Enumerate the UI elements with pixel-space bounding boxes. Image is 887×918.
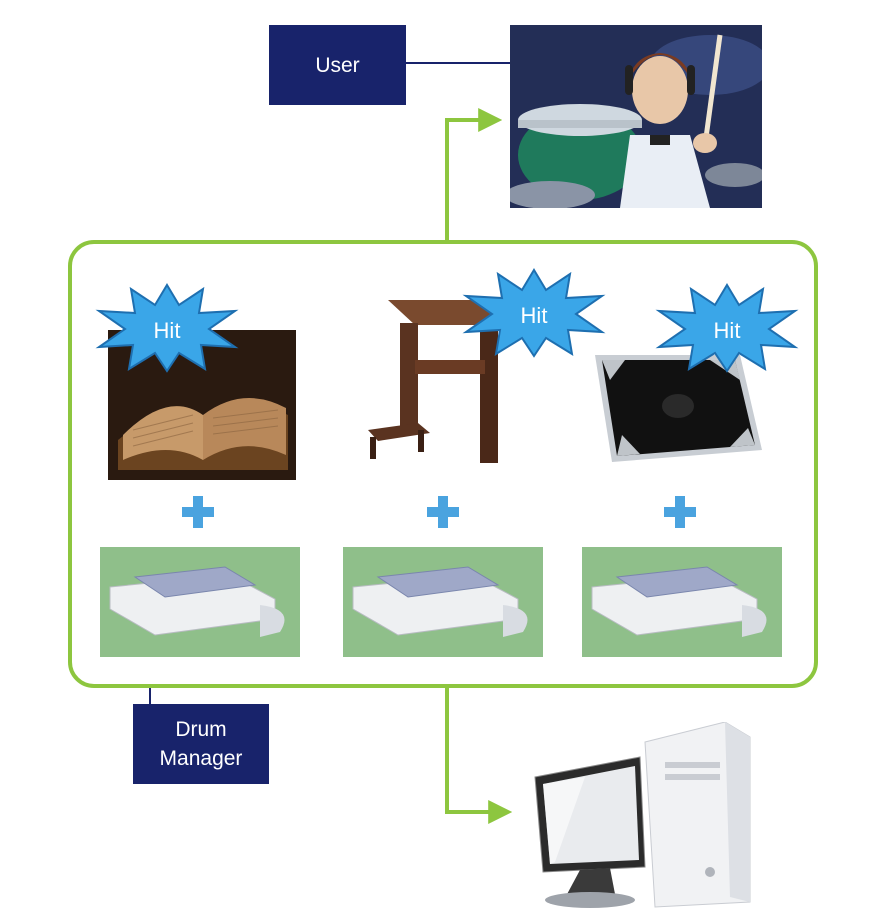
cd-case-icon bbox=[595, 355, 762, 462]
sensor-pad-icon-3 bbox=[582, 547, 782, 657]
sensor-pad-icon-1 bbox=[100, 547, 300, 657]
hit-label-2: Hit bbox=[521, 303, 548, 328]
hit-label-1: Hit bbox=[154, 318, 181, 343]
plus-icon-2 bbox=[427, 496, 459, 528]
drum-manager-label-line2: Manager bbox=[159, 747, 243, 770]
desktop-computer-icon bbox=[534, 722, 751, 908]
plus-icon-1 bbox=[182, 496, 214, 528]
hit-starburst-3: Hit bbox=[655, 283, 799, 373]
drummer-photo bbox=[510, 25, 762, 208]
drum-manager-label-line1: Drum bbox=[175, 718, 227, 741]
user-label-box: User bbox=[269, 25, 406, 105]
sensor-pad-icon-2 bbox=[343, 547, 543, 657]
user-label: User bbox=[315, 53, 360, 77]
drum-manager-label-box: Drum Manager bbox=[133, 704, 269, 784]
drum-objects-frame bbox=[68, 240, 818, 688]
hit-label-3: Hit bbox=[714, 318, 741, 343]
plus-icon-3 bbox=[664, 496, 696, 528]
hit-starburst-2: Hit bbox=[462, 268, 606, 358]
arrow-to-computer bbox=[445, 688, 513, 824]
stool-icon bbox=[368, 300, 510, 463]
hit-starburst-1: Hit bbox=[95, 283, 239, 373]
arrow-to-user bbox=[445, 108, 503, 240]
